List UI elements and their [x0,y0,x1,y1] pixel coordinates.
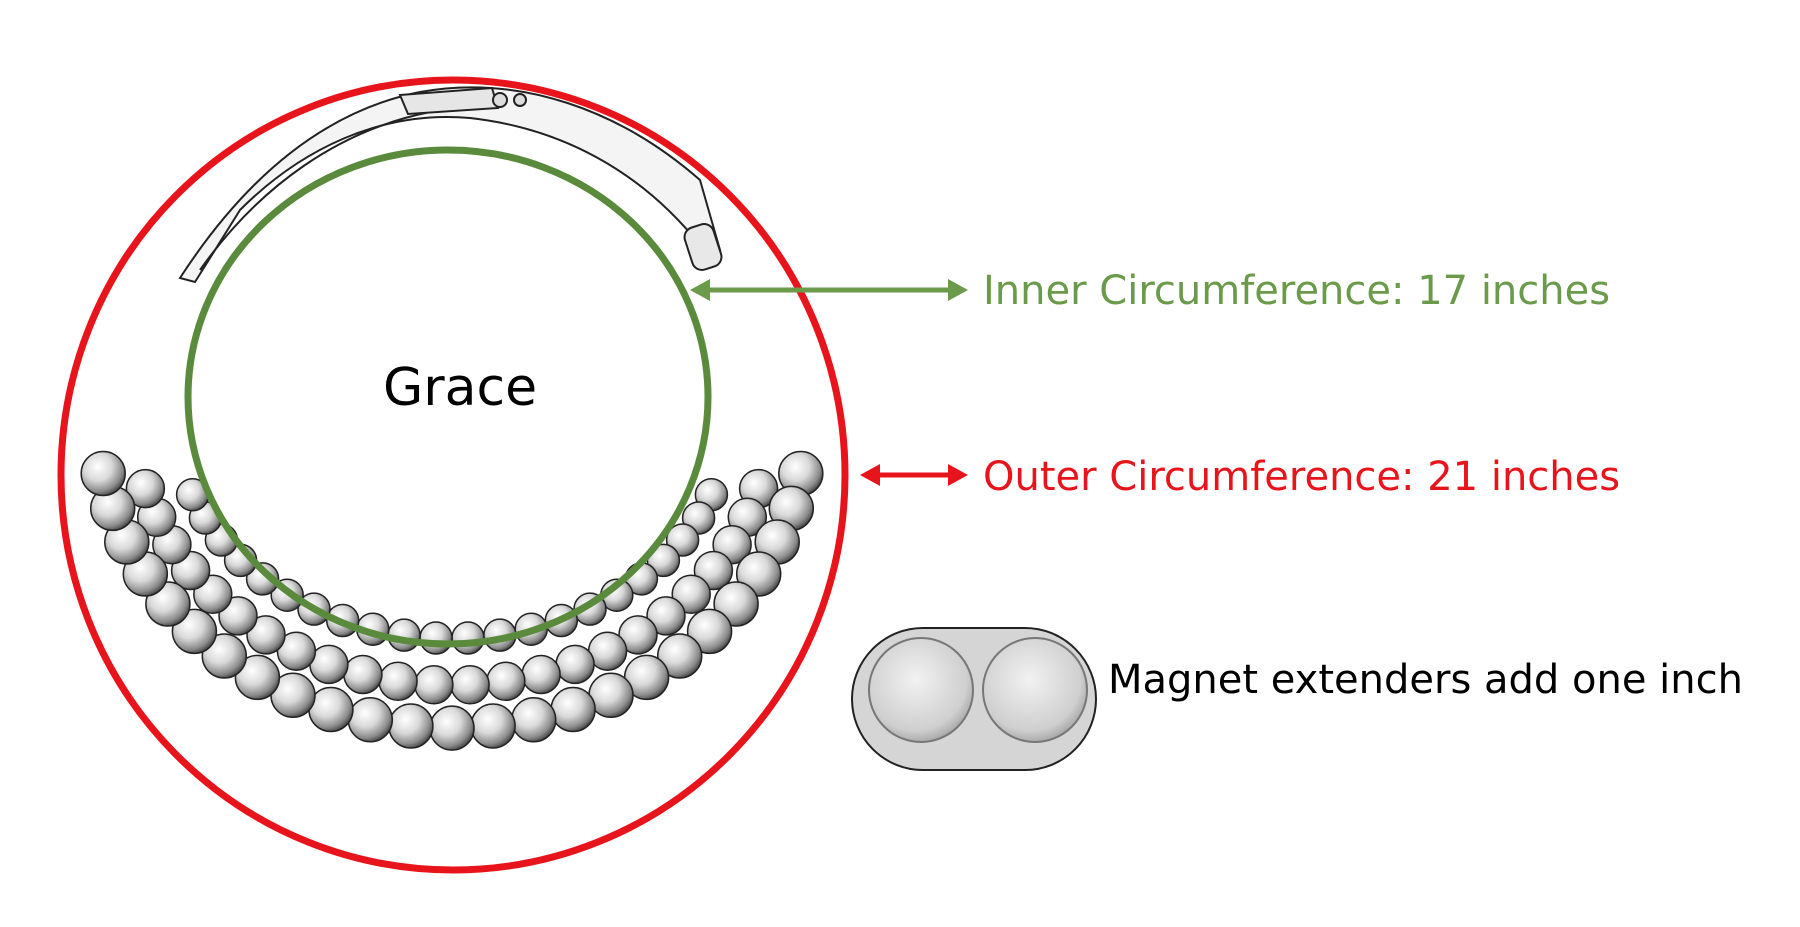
bead [125,468,166,509]
bead [470,703,516,749]
bead [510,697,557,743]
magnet-extender-label: Magnet extenders add one inch [1108,657,1743,703]
outer-circumference-label: Outer Circumference: 21 inches [983,454,1620,500]
bead [656,633,703,679]
bead [218,596,258,636]
inner-arrow [690,279,968,301]
bead [646,596,686,636]
bead [347,697,394,743]
bead [451,621,485,655]
bead [388,703,434,749]
inner-circumference-ring [184,146,712,648]
bead [550,686,596,733]
bead [234,654,281,701]
bead [671,574,711,615]
bead [378,661,418,702]
bead [521,654,561,695]
magnet-extender-image [851,627,1097,771]
bead [343,654,383,695]
outer-circumference-ring [57,76,849,874]
necklace-name: Grace [383,358,537,418]
outer-arrow [860,464,968,486]
bead [80,450,126,497]
necklace-clasp-bar [178,86,723,284]
bead [276,631,317,671]
bead [246,615,286,655]
bead [245,562,280,596]
bead [686,608,733,655]
bead [486,661,526,702]
bead [414,665,454,705]
necklace-beads [80,450,824,751]
bead [450,665,490,705]
bead [429,705,475,751]
bead [419,621,453,655]
bead [555,644,595,685]
bead [618,615,658,655]
bead [201,633,248,679]
inner-circumference-label: Inner Circumference: 17 inches [983,268,1610,314]
